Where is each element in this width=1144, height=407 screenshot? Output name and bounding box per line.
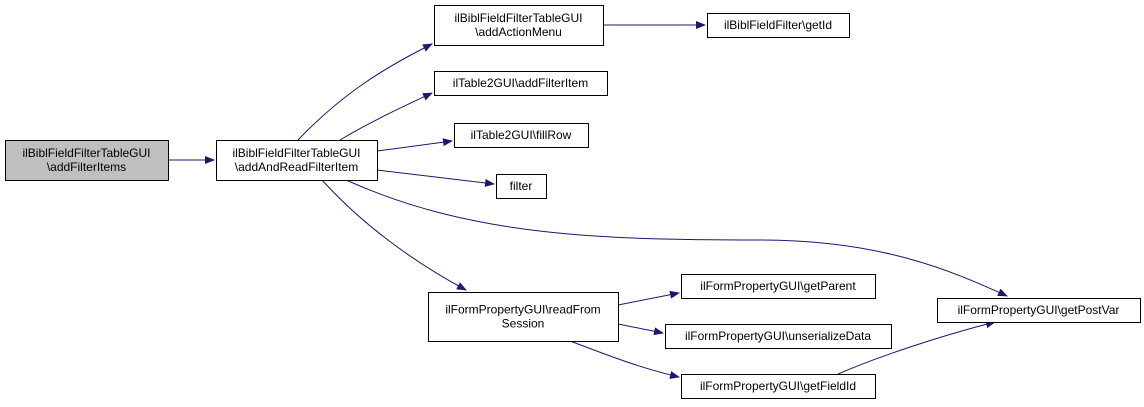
- node-addActionMenu[interactable]: ilBiblFieldFilterTableGUI\addActionMenu: [434, 5, 604, 46]
- node-label: ilFormPropertyGUI\getParent: [700, 279, 856, 293]
- nodes-layer: ilBiblFieldFilterTableGUI\addFilterItems…: [5, 5, 1141, 399]
- node-box: [665, 324, 892, 349]
- node-label: ilFormPropertyGUI\readFrom: [445, 303, 600, 317]
- node-label: ilBiblFieldFilter\getId: [724, 18, 832, 32]
- node-box: [496, 174, 547, 199]
- node-filter[interactable]: filter: [496, 174, 547, 199]
- node-getId[interactable]: ilBiblFieldFilter\getId: [707, 13, 850, 38]
- edge-readFromSession-to-getFieldId: [569, 340, 680, 379]
- edge-addAndRead-to-addFilterItem: [339, 92, 433, 141]
- node-label: \addFilterItems: [47, 160, 126, 174]
- node-addFilterItem[interactable]: ilTable2GUI\addFilterItem: [434, 71, 608, 96]
- edge-addAndRead-to-readFromSession: [321, 179, 467, 291]
- node-label: ilTable2GUI\fillRow: [471, 128, 572, 142]
- node-label: \addAndReadFilterItem: [235, 160, 358, 174]
- node-fillRow[interactable]: ilTable2GUI\fillRow: [454, 123, 589, 148]
- edge-addAndRead-to-getPostVar: [345, 179, 1008, 297]
- node-box: [216, 140, 378, 181]
- node-label: ilFormPropertyGUI\getFieldId: [700, 379, 856, 393]
- node-box: [434, 5, 604, 46]
- node-root[interactable]: ilBiblFieldFilterTableGUI\addFilterItems: [5, 140, 169, 181]
- node-box: [428, 292, 619, 342]
- node-box: [681, 274, 876, 299]
- node-box: [707, 13, 850, 38]
- node-unserializeData[interactable]: ilFormPropertyGUI\unserializeData: [665, 324, 892, 349]
- node-box: [937, 298, 1141, 323]
- node-label: ilFormPropertyGUI\getPostVar: [958, 303, 1120, 317]
- node-label: \addActionMenu: [475, 25, 562, 39]
- node-label: ilTable2GUI\addFilterItem: [453, 76, 588, 90]
- edge-readFromSession-to-getParent: [617, 290, 680, 306]
- node-label: ilBiblFieldFilterTableGUI: [232, 146, 360, 160]
- node-label: ilBiblFieldFilterTableGUI: [454, 11, 582, 25]
- node-label: filter: [510, 179, 533, 193]
- node-getParent[interactable]: ilFormPropertyGUI\getParent: [681, 274, 876, 299]
- node-getPostVar[interactable]: ilFormPropertyGUI\getPostVar: [937, 298, 1141, 323]
- node-box: [434, 71, 608, 96]
- edge-readFromSession-to-unserializeData: [617, 323, 664, 336]
- node-addAndRead[interactable]: ilBiblFieldFilterTableGUI\addAndReadFilt…: [216, 140, 378, 181]
- node-box: [681, 374, 876, 399]
- node-box: [5, 140, 169, 181]
- node-label: ilFormPropertyGUI\unserializeData: [685, 329, 871, 343]
- edge-addAndRead-to-filter: [376, 169, 495, 187]
- node-box: [454, 123, 589, 148]
- edges-layer: [168, 21, 1008, 379]
- node-getFieldId[interactable]: ilFormPropertyGUI\getFieldId: [681, 374, 876, 399]
- edge-addAndRead-to-fillRow: [376, 138, 453, 152]
- node-label: Session: [502, 317, 545, 331]
- node-label: ilBiblFieldFilterTableGUI: [22, 146, 150, 160]
- edge-getFieldId-to-getPostVar: [837, 320, 996, 375]
- edge-addAndRead-to-addActionMenu: [297, 43, 433, 141]
